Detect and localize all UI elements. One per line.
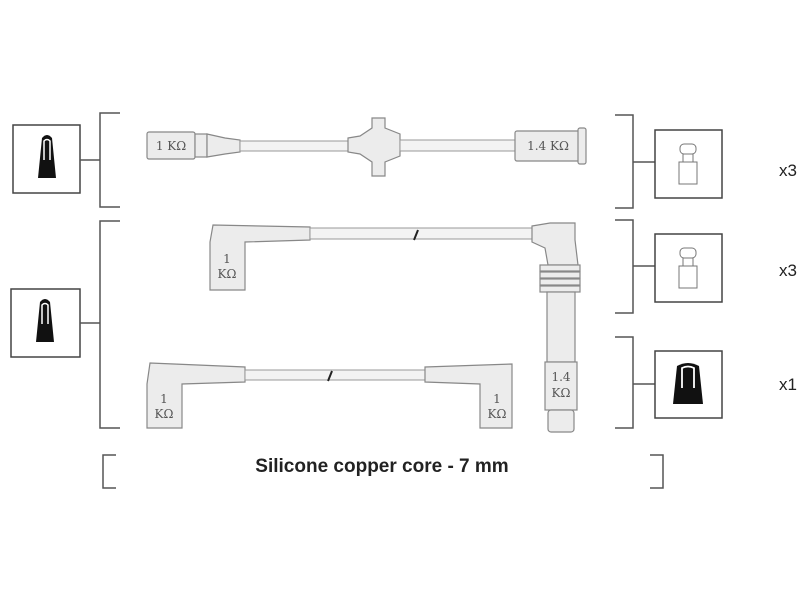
cable-2-left-resistance-unit: KΩ (218, 267, 237, 281)
cable-1-right-resistance: 1.4 KΩ (527, 139, 569, 153)
caption-bracket-right (650, 454, 664, 489)
ribbed-section (539, 264, 581, 293)
left-connector-box-1 (12, 124, 81, 194)
cable-1: 1 KΩ 1.4 KΩ (146, 117, 587, 177)
cable-3-right-resistance-unit: KΩ (488, 407, 507, 421)
quantity-label-2: x3 (779, 261, 797, 280)
cable-2-right-resistance-unit: KΩ (552, 386, 571, 400)
caption-bracket-left (102, 454, 116, 489)
right-connector-box-2 (654, 233, 723, 303)
cable-3-right-resistance-value: 1 (493, 392, 501, 406)
left-connector-box-2 (10, 288, 81, 358)
right-bracket-2 (615, 219, 634, 314)
right-connector-box-3 (654, 350, 723, 419)
cable-1-left-resistance: 1 KΩ (156, 139, 186, 153)
cable-spec-caption: Silicone copper core - 7 mm (255, 456, 508, 477)
spark-plug-terminal-icon (678, 143, 698, 185)
cable-3-left-resistance-value: 1 (160, 392, 168, 406)
quantity-label-1: x3 (779, 161, 797, 180)
left-bracket-1 (99, 112, 120, 208)
straight-boot-icon (673, 363, 703, 404)
left-bracket-2 (99, 220, 120, 429)
right-bracket-3 (615, 336, 634, 429)
cable-3: 1 KΩ 1 KΩ (146, 362, 513, 429)
cable-2-right-resistance-value: 1.4 (551, 370, 570, 384)
right-connector-box-1 (654, 129, 723, 199)
cable-2: 1 KΩ 1.4 KΩ (209, 222, 581, 433)
spark-plug-terminal-icon (678, 247, 698, 289)
quantity-label-3: x1 (779, 375, 797, 394)
straight-boot-icon (36, 299, 54, 342)
right-bracket-1 (615, 114, 634, 209)
cable-3-left-resistance-unit: KΩ (155, 407, 174, 421)
straight-boot-icon (38, 135, 56, 178)
cable-2-left-resistance-value: 1 (223, 252, 231, 266)
